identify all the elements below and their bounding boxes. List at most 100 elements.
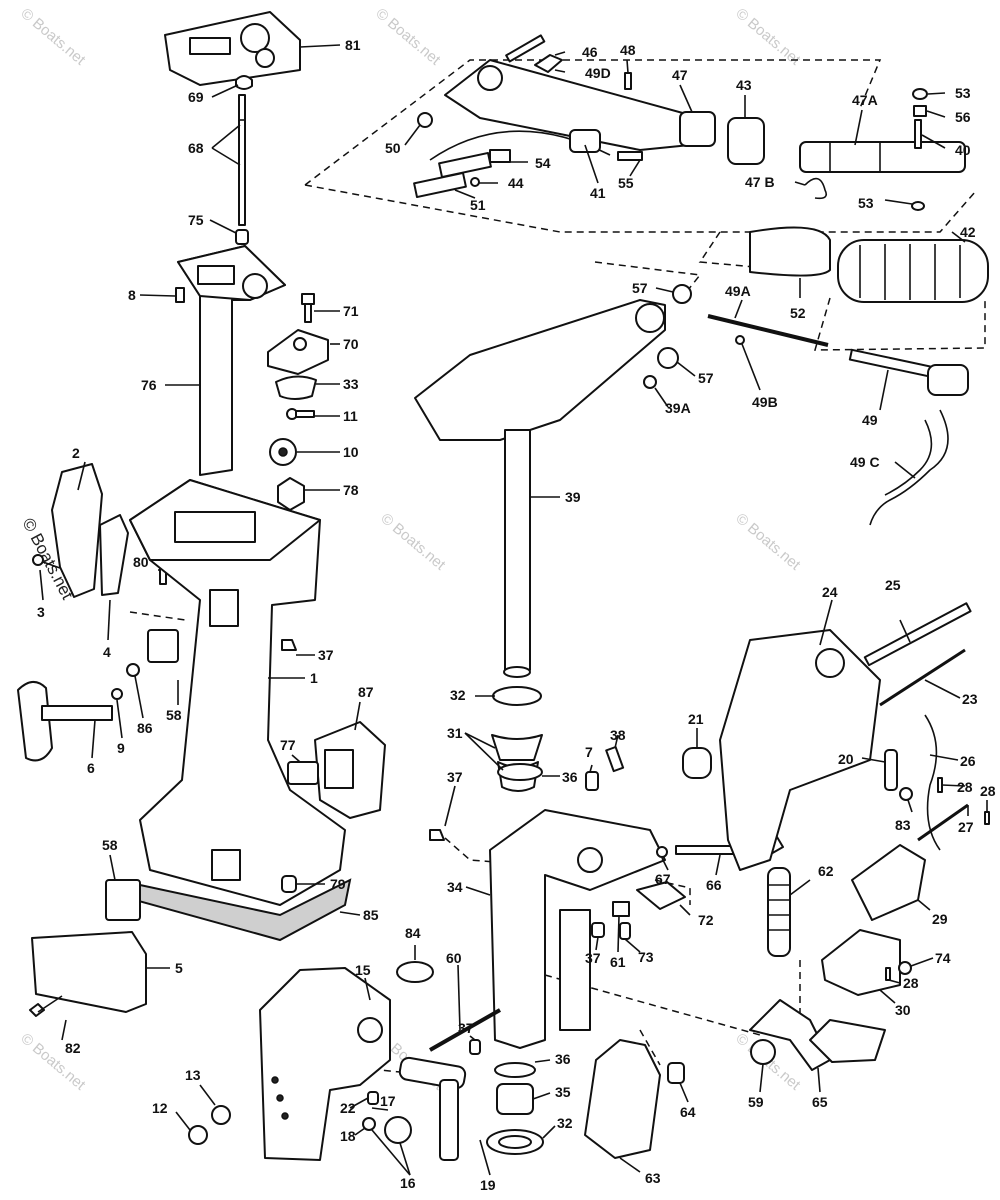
- tiller-arm-47: [444, 59, 716, 151]
- callout-80: 80: [133, 554, 149, 570]
- washer-84: [396, 961, 434, 983]
- exhaust-tube-76: [177, 245, 286, 476]
- clip-86: [126, 663, 140, 677]
- pin-28a: [937, 777, 943, 793]
- callout-4: 4: [103, 644, 111, 660]
- callout-57: 57: [698, 370, 714, 386]
- callout-38: 38: [610, 727, 626, 743]
- block-61: [612, 901, 630, 917]
- pin-48: [624, 72, 632, 90]
- callout-8: 8: [128, 287, 136, 303]
- callout-39: 39: [565, 489, 581, 505]
- callout-57: 57: [632, 280, 648, 296]
- callout-36: 36: [555, 1051, 571, 1067]
- callout-50: 50: [385, 140, 401, 156]
- callout-37: 37: [447, 769, 463, 785]
- callout-71: 71: [343, 303, 359, 319]
- fitting-37c: [591, 922, 605, 938]
- callout-28: 28: [980, 783, 996, 799]
- callout-31: 31: [447, 725, 463, 741]
- callout-61: 61: [610, 954, 626, 970]
- spring-47B: [804, 177, 828, 200]
- callout-63: 63: [645, 1170, 661, 1186]
- screw-22: [367, 1091, 379, 1105]
- bracket-29: [851, 844, 926, 921]
- callout-47B: 47 B: [745, 174, 775, 190]
- callout-49A: 49A: [725, 283, 751, 299]
- water-tube-68: [238, 94, 246, 226]
- callout-54: 54: [535, 155, 551, 171]
- callout-15: 15: [355, 962, 371, 978]
- mount-87: [314, 721, 386, 819]
- callout-81: 81: [345, 37, 361, 53]
- callout-84: 84: [405, 925, 421, 941]
- bolt-82: [29, 995, 63, 1017]
- callout-46: 46: [582, 44, 598, 60]
- callout-65: 65: [812, 1094, 828, 1110]
- plate-54: [489, 149, 511, 163]
- screw-37d: [469, 1039, 481, 1055]
- watermark: © Boats.net: [377, 510, 449, 574]
- callout-64: 64: [680, 1104, 696, 1120]
- callout-23: 23: [962, 691, 978, 707]
- callout-9: 9: [117, 740, 125, 756]
- lock-lever-65: [749, 999, 886, 1071]
- pin-27: [917, 803, 969, 842]
- cover-70: [267, 329, 329, 375]
- leader-lines: [39, 44, 988, 1176]
- callout-73: 73: [638, 949, 654, 965]
- callout-7: 7: [585, 744, 593, 760]
- plug-79: [281, 875, 297, 893]
- o-ring-36b: [494, 1062, 536, 1078]
- mount-77: [287, 761, 319, 785]
- throttle-tube-47A: [799, 141, 966, 173]
- callout-68: 68: [188, 140, 204, 156]
- screw-44: [470, 177, 480, 187]
- callout-29: 29: [932, 911, 948, 927]
- callout-11: 11: [343, 408, 358, 424]
- callout-49: 49: [862, 412, 878, 428]
- link-49B: [735, 335, 745, 345]
- washer-83: [899, 787, 913, 801]
- nut-53b: [911, 201, 925, 211]
- callout-6: 6: [87, 760, 95, 776]
- spring-59: [750, 1039, 776, 1065]
- bumper-21: [682, 747, 712, 779]
- callout-16: 16: [400, 1175, 416, 1191]
- callout-37: 37: [458, 1020, 474, 1036]
- callout-43: 43: [736, 77, 752, 93]
- spring-20: [884, 749, 898, 791]
- bolt-38: [605, 746, 625, 773]
- gear-10: [269, 438, 297, 466]
- callout-82: 82: [65, 1040, 81, 1056]
- collar-43: [727, 117, 765, 165]
- knob-17: [384, 1116, 412, 1144]
- callout-37: 37: [318, 647, 334, 663]
- callout-5: 5: [175, 960, 183, 976]
- callout-39A: 39A: [665, 400, 691, 416]
- bolt-3: [32, 554, 61, 569]
- o-ring-36a: [497, 763, 543, 781]
- callout-70: 70: [343, 336, 359, 352]
- fitting-37b: [429, 829, 445, 841]
- midsection-1: [129, 479, 352, 942]
- callout-75: 75: [188, 212, 204, 228]
- callout-86: 86: [137, 720, 153, 736]
- callout-62: 62: [818, 863, 834, 879]
- callout-66: 66: [706, 877, 722, 893]
- callout-83: 83: [895, 817, 911, 833]
- callout-53: 53: [858, 195, 874, 211]
- callout-60: 60: [446, 950, 462, 966]
- callout-17: 17: [380, 1093, 396, 1109]
- tiller-bracket-39: [414, 299, 666, 678]
- callout-49B: 49B: [752, 394, 778, 410]
- callout-85: 85: [363, 907, 379, 923]
- clip-69: [235, 75, 253, 90]
- callout-55: 55: [618, 175, 634, 191]
- callout-59: 59: [748, 1094, 764, 1110]
- nut-56: [913, 105, 927, 117]
- bearing-32b: [486, 1129, 544, 1155]
- grommet-75: [235, 229, 249, 245]
- callout-30: 30: [895, 1002, 911, 1018]
